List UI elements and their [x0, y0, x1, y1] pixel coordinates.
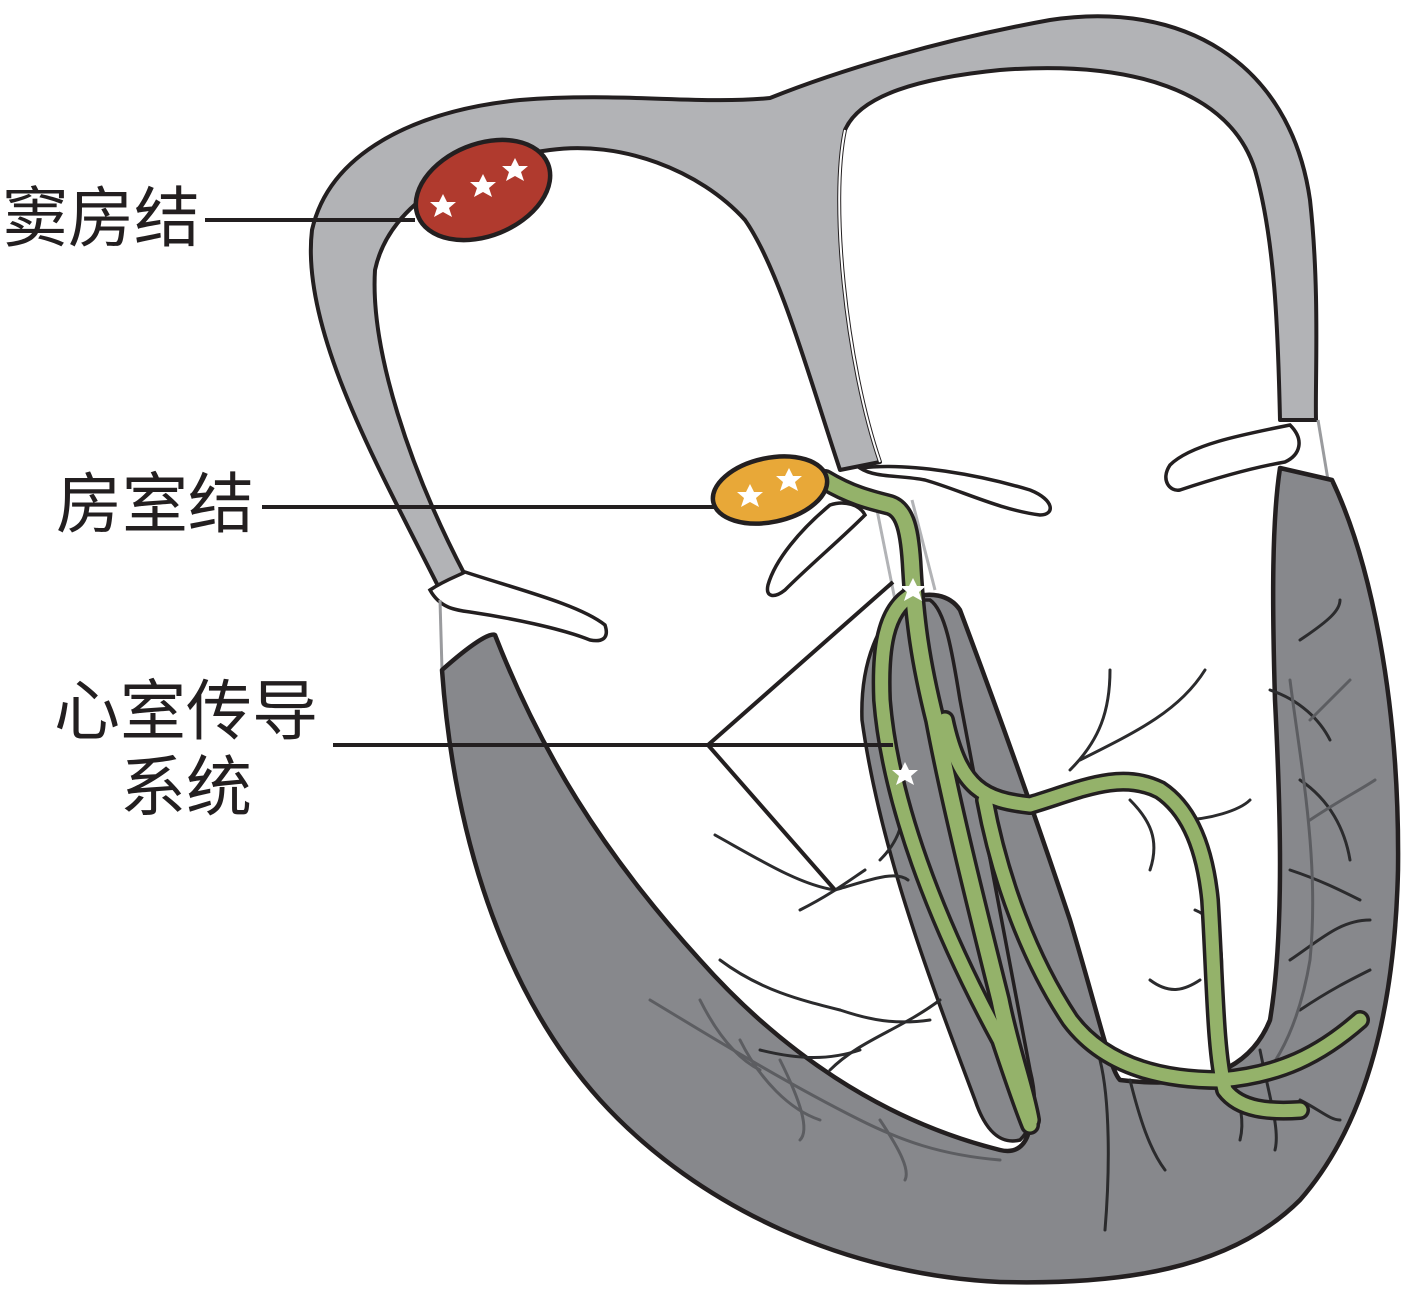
atrial-wall	[308, 14, 1319, 592]
wall-conduction-branches	[648, 678, 1377, 1182]
bundle-stars	[892, 578, 926, 785]
star-icon	[737, 484, 763, 507]
sa-node-stars	[430, 158, 528, 217]
star-icon	[430, 194, 456, 217]
av-node-stars	[737, 468, 802, 507]
star-icon	[470, 174, 496, 197]
av-node	[710, 454, 830, 526]
conduction-leader-lower	[706, 743, 837, 892]
av-node-label: 房室结	[56, 466, 254, 543]
conduction-leader-upper	[706, 580, 895, 747]
leader-lines	[205, 218, 895, 892]
star-icon	[892, 762, 918, 785]
conduction-system-label-line2: 系统	[120, 749, 252, 826]
conduction-bundle	[814, 469, 1370, 1135]
sa-node-label: 窦房结	[2, 180, 200, 257]
star-icon	[900, 578, 926, 601]
conduction-system-label: 心室传导 系统	[52, 674, 320, 826]
star-icon	[776, 468, 802, 491]
conduction-system-label-line1: 心室传导	[54, 673, 318, 750]
star-icon	[502, 158, 528, 181]
